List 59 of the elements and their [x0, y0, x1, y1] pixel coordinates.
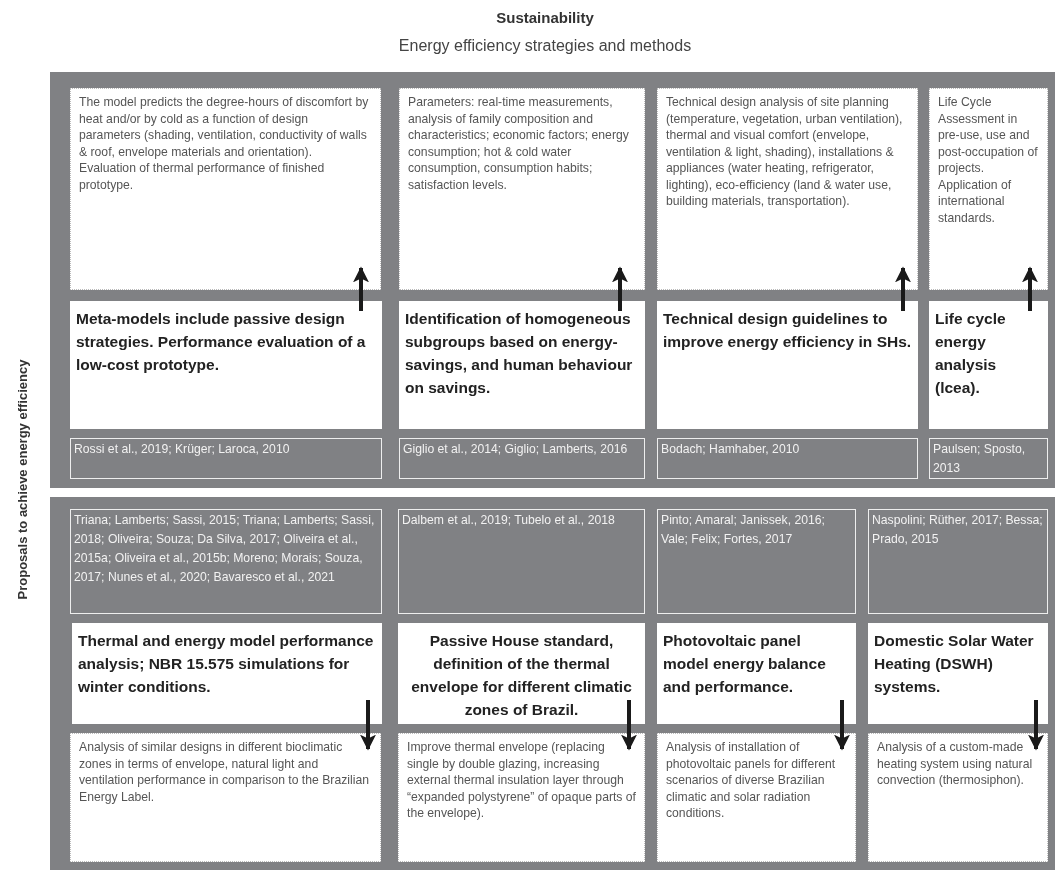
- heading-box: [72, 623, 382, 724]
- diagram-title: Sustainability: [495, 9, 595, 26]
- arrow: [360, 700, 376, 751]
- arrow: [621, 700, 637, 751]
- description-text: Analysis of similar designs in different bioclimatic zones in terms of envelope, natural light and ventilation performance in comparison to the Brazilian Energy Label.: [79, 739, 370, 805]
- heading-text: Passive House standard, definition of the thermal envelope for different climatic zones of Brazil.: [410, 631, 633, 720]
- description-box: [399, 88, 645, 290]
- citation-text: Pinto; Amaral; Janissek, 2016; Vale; Felix; Fortes, 2017: [661, 512, 826, 548]
- citation-box: [929, 438, 1048, 479]
- description-text: Technical design analysis of site planning (temperature, vegetation, urban ventilation), thermal and visual comfort (envelope, ventilation & light, shading), installations & appliances (water heating, refrigerator, lighting), eco-efficiency (land & water use, building materials, transportation).: [666, 94, 904, 210]
- heading-text: Domestic Solar Water Heating (DSWH) systems.: [874, 631, 1035, 697]
- description-box: [929, 88, 1048, 290]
- citation-text: Paulsen; Sposto, 2013: [933, 441, 1027, 477]
- heading-text: Thermal and energy model performance analysis; NBR 15.575 simulations for winter conditions.: [78, 631, 375, 697]
- description-text: Life Cycle Assessment in pre-use, use and post-occupation of projects. Application of international standards.: [938, 94, 1039, 226]
- citation-text: Dalbem et al., 2019; Tubelo et al., 2018: [402, 512, 616, 529]
- description-box: [868, 733, 1048, 862]
- citation-box: [657, 509, 856, 614]
- citation-text: Rossi et al., 2019; Krüger; Laroca, 2010: [74, 441, 291, 458]
- heading-text: Life cycle energy analysis (lcea).: [935, 309, 1007, 398]
- description-text: Analysis of installation of photovoltaic panels for different scenarios of diverse Brazilian climatic and solar radiation conditions.: [666, 739, 837, 822]
- citation-box: [868, 509, 1048, 614]
- citation-box: [657, 438, 918, 479]
- citation-text: Triana; Lamberts; Sassi, 2015; Triana; Lamberts; Sassi, 2018; Oliveira; Souza; Da Silva, 2017; Oliveira et al., 2015a; Oliveira et al., 2015b; Moreno; Morais; Souza, 2017; Nunes et al., 2020; Bavaresco et al., 2021: [74, 512, 376, 586]
- description-box: [70, 88, 381, 290]
- arrow: [353, 266, 369, 311]
- citation-box: [398, 509, 645, 614]
- arrow: [1022, 266, 1038, 311]
- heading-text: Photovoltaic panel model energy balance and performance.: [663, 631, 827, 697]
- description-text: Improve thermal envelope (replacing single by double glazing, increasing external thermal insulation layer through “expanded polystyrene” of opaque parts of the envelope).: [407, 739, 636, 822]
- citation-text: Naspolini; Rüther, 2017; Bessa; Prado, 2015: [872, 512, 1044, 548]
- description-box: [657, 733, 856, 862]
- citation-box: [399, 438, 645, 479]
- description-text: Analysis of a custom-made heating system using natural convection (thermosiphon).: [877, 739, 1034, 789]
- axis-label: Proposals to achieve energy efficiency: [14, 358, 30, 602]
- heading-text: Identification of homogeneous subgroups based on energy-savings, and human behaviour on savings.: [405, 309, 634, 398]
- heading-box: [398, 623, 645, 724]
- subtitle: Energy efficiency strategies and methods: [397, 37, 693, 55]
- arrow: [895, 266, 911, 311]
- citation-text: Giglio et al., 2014; Giglio; Lamberts, 2016: [403, 441, 629, 458]
- description-text: The model predicts the degree-hours of discomfort by heat and/or by cold as a function of design parameters (shading, ventilation, conductivity of walls & roof, envelope materials and orientation). Evaluation of thermal performance of finished prototype.: [79, 94, 370, 193]
- arrow: [612, 266, 628, 311]
- heading-box: [399, 301, 645, 429]
- description-box: [70, 733, 381, 862]
- citation-text: Bodach; Hamhaber, 2010: [661, 441, 801, 458]
- arrow: [834, 700, 850, 751]
- citation-box: [70, 509, 382, 614]
- description-box: [657, 88, 918, 290]
- heading-box: [657, 301, 918, 429]
- heading-box: [929, 301, 1048, 429]
- heading-box: [868, 623, 1048, 724]
- citation-box: [70, 438, 382, 479]
- arrow: [1028, 700, 1044, 751]
- heading-box: [657, 623, 856, 724]
- heading-text: Technical design guidelines to improve energy efficiency in SHs.: [663, 309, 912, 352]
- description-text: Parameters: real-time measurements, analysis of family composition and characteristics; economic factors; energy consumption; hot & cold water consumption, consumption habits; satisfaction levels.: [408, 94, 630, 193]
- description-box: [398, 733, 645, 862]
- heading-text: Meta-models include passive design strategies. Performance evaluation of a low-cost prototype.: [76, 309, 367, 375]
- heading-box: [70, 301, 382, 429]
